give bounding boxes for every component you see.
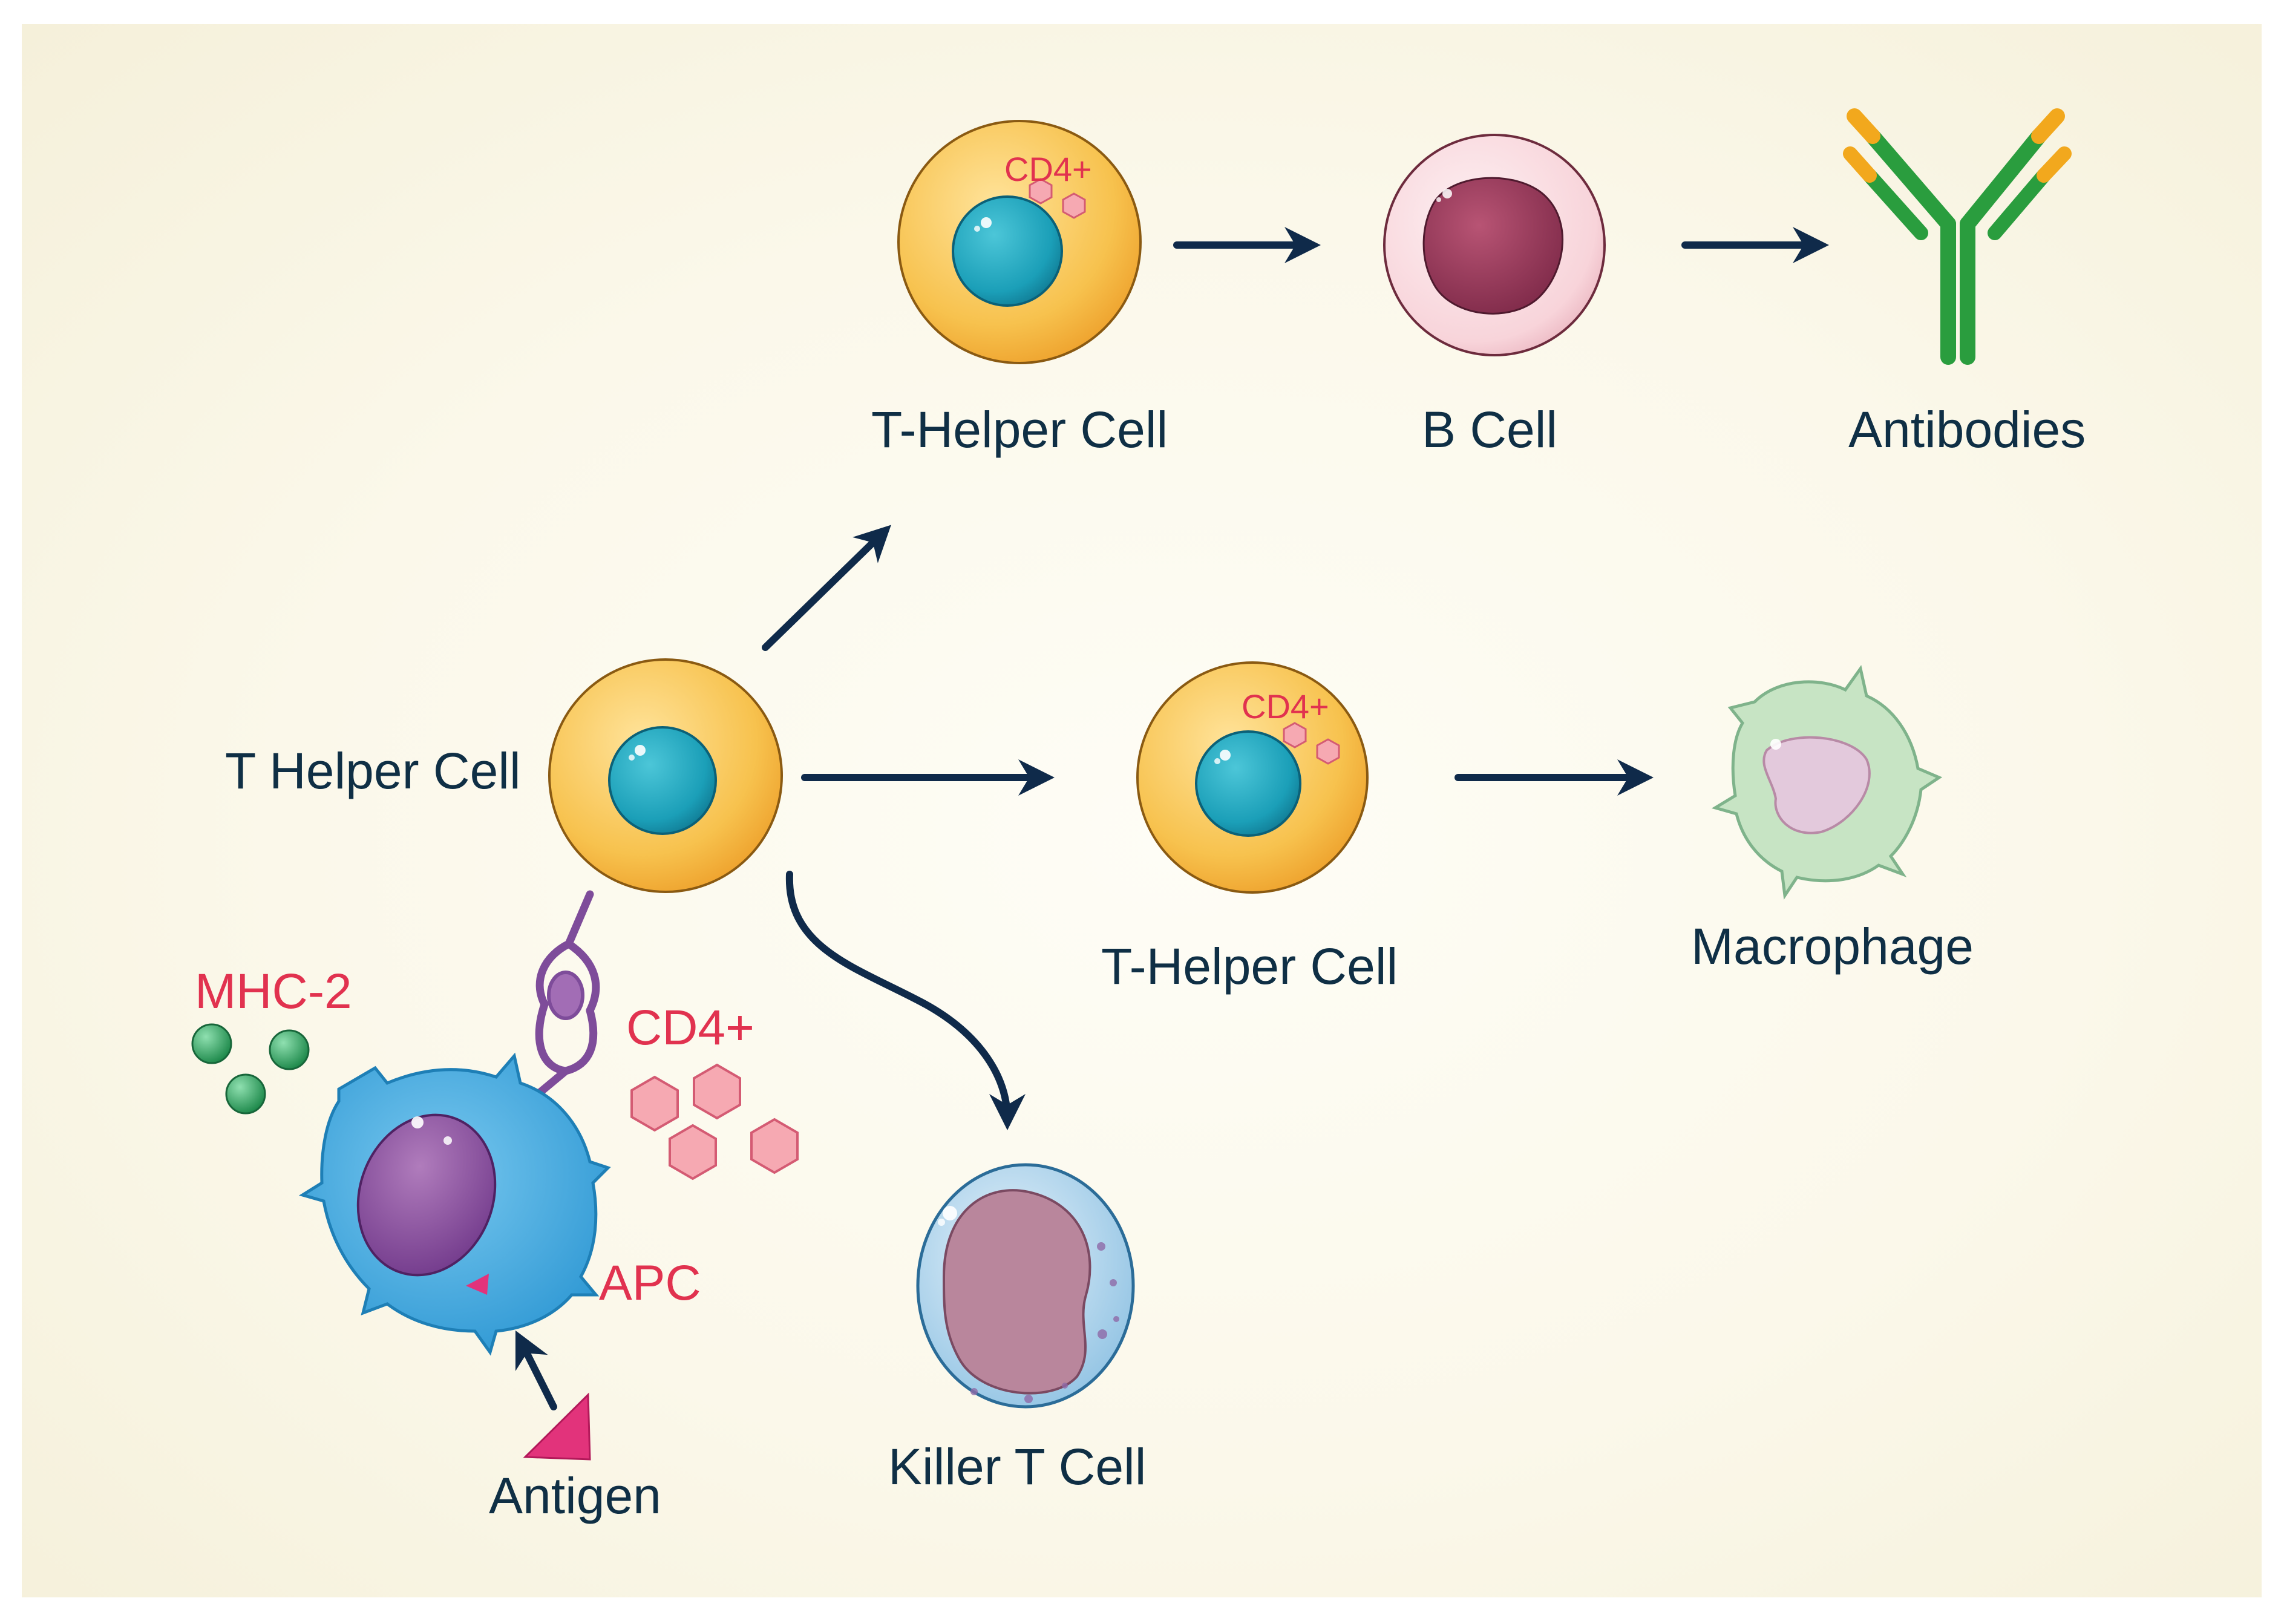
arrow-antigen-to-apc	[515, 1330, 557, 1410]
killer-t-cell-label: Killer T Cell	[888, 1438, 1147, 1495]
antigen-label: Antigen	[489, 1467, 661, 1524]
cd4-markers	[630, 1063, 799, 1180]
t-helper-cell-center-label: T Helper Cell	[225, 742, 521, 799]
arrow-center-to-top-t-helper	[762, 525, 891, 651]
receptor-fork-icon	[525, 890, 600, 1105]
macrophage-label: Macrophage	[1691, 918, 1974, 975]
hexagon-icon	[750, 1118, 799, 1174]
b-cell	[1383, 134, 1606, 356]
cd4-label: CD4+	[626, 1000, 754, 1055]
antibodies-label: Antibodies	[1848, 401, 2086, 458]
hexagon-icon	[693, 1063, 741, 1120]
hexagon-icon	[669, 1124, 717, 1180]
sphere-icon	[269, 1029, 310, 1070]
cd4-marker-label-top: CD4+	[1004, 150, 1092, 188]
antibody-y-icon	[1843, 108, 2072, 365]
arrow-center-to-killer-t	[785, 871, 1026, 1130]
t-helper-cell-center	[548, 658, 783, 893]
hexagon-icon	[1283, 722, 1340, 765]
cd4-marker-label-mid: CD4+	[1242, 687, 1329, 725]
sphere-icon	[191, 1023, 232, 1064]
triangle-icon	[523, 1392, 591, 1461]
killer-t-cell	[916, 1163, 1135, 1409]
apc-cell	[298, 1052, 611, 1356]
mhc2-label: MHC-2	[195, 964, 352, 1019]
hexagon-icon	[630, 1075, 679, 1132]
arrows	[515, 227, 1829, 1410]
hexagon-icon	[1029, 178, 1086, 219]
apc-label: APC	[599, 1256, 701, 1311]
macrophage	[1711, 664, 1943, 900]
t-helper-cell-mid-label: T-Helper Cell	[1101, 938, 1398, 995]
b-cell-label: B Cell	[1422, 401, 1558, 458]
mhc2-markers	[191, 1023, 310, 1115]
sphere-icon	[225, 1073, 266, 1115]
t-helper-cell-mid	[1136, 661, 1369, 894]
t-helper-cell-top	[897, 120, 1142, 364]
t-helper-cell-top-label: T-Helper Cell	[871, 401, 1168, 458]
